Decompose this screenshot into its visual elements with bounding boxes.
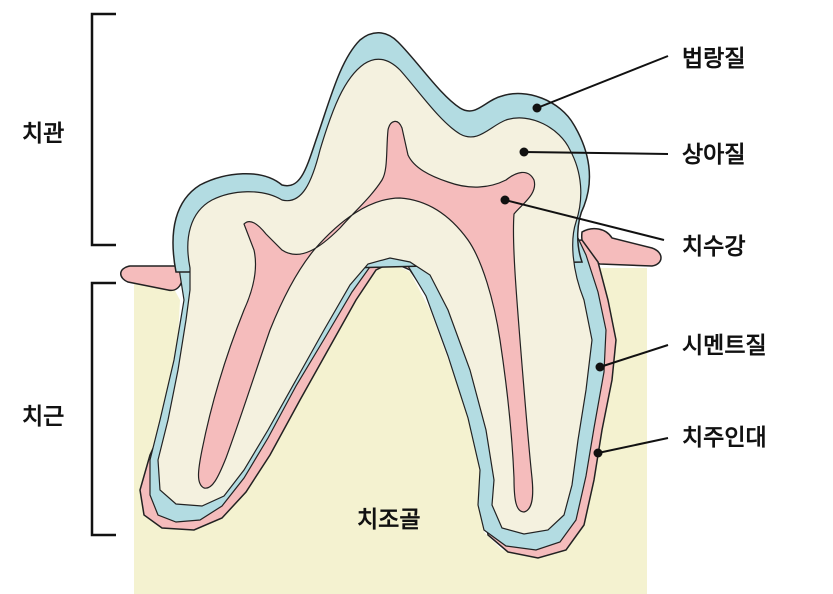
alveolar-bone	[134, 262, 647, 594]
pulp-label: 치수강	[682, 234, 745, 260]
enamel-leader	[536, 55, 669, 109]
cementum-leader	[599, 344, 669, 368]
pulp-cavity	[197, 120, 536, 513]
ligament-leader	[597, 437, 669, 454]
ligament-dot	[593, 448, 603, 458]
root-bracket	[90, 281, 116, 537]
pulp-dot	[500, 195, 510, 205]
crown-label: 치관	[22, 121, 64, 147]
cementum-label: 시멘트질	[682, 333, 767, 359]
enamel-dot	[532, 103, 542, 113]
crown-bracket	[90, 12, 116, 247]
ligament-label: 치주인대	[682, 425, 767, 451]
dentin-dot	[519, 147, 529, 157]
enamel-label: 법랑질	[682, 46, 745, 72]
dentin-leader	[523, 151, 669, 155]
dentin	[157, 58, 593, 535]
root-label: 치근	[22, 404, 64, 430]
bone-label: 치조골	[357, 507, 420, 533]
dentin-label: 상아질	[682, 142, 745, 168]
cementum-dot	[595, 362, 605, 372]
gum-left	[120, 265, 183, 292]
pulp-leader	[504, 199, 665, 241]
